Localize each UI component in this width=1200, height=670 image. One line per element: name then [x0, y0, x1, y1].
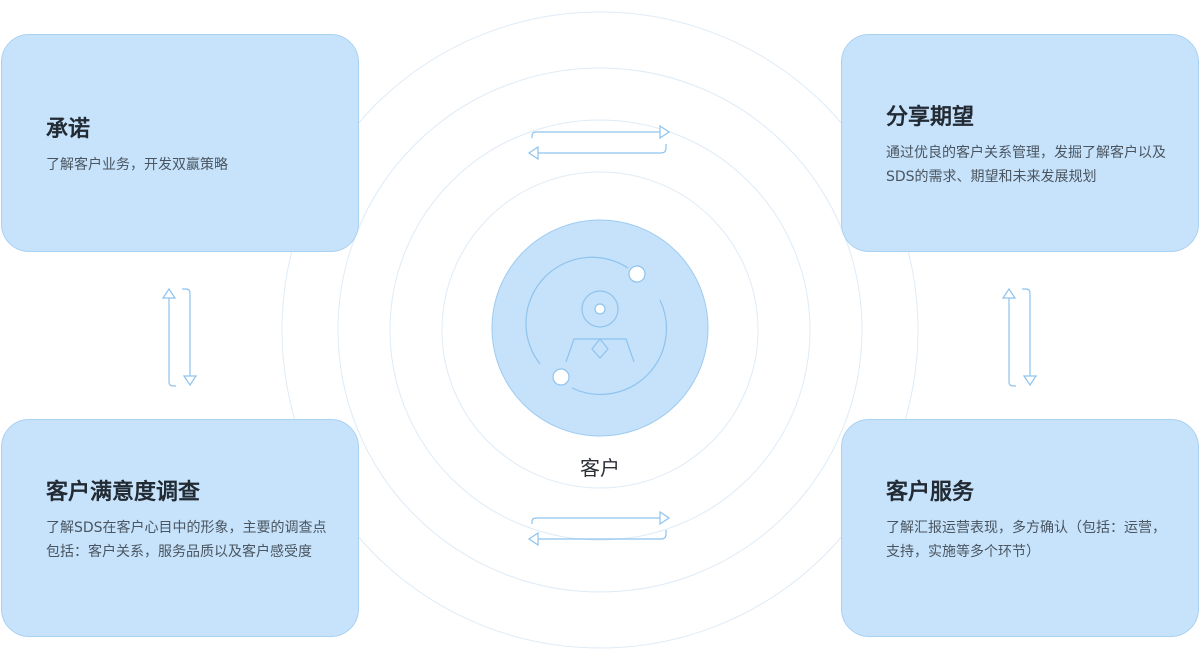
- card-title: 客户满意度调查: [46, 480, 201, 505]
- customer-orbit-icon: [491, 219, 709, 437]
- card-share-expectations: 分享期望 通过优良的客户关系管理，发掘了解客户以及SDS的需求、期望和未来发展规…: [841, 34, 1199, 252]
- bidirectional-arrow-icon: [527, 510, 671, 547]
- card-description: 了解汇报运营表现，多方确认（包括：运营，支持，实施等多个环节）: [886, 520, 1166, 560]
- card-commitment: 承诺 了解客户业务，开发双赢策略: [1, 34, 359, 252]
- bidirectional-arrow-icon: [161, 287, 198, 387]
- card-title: 承诺: [46, 117, 91, 142]
- center-label: 客户: [580, 456, 620, 480]
- card-title: 分享期望: [886, 105, 975, 130]
- card-satisfaction-survey: 客户满意度调查 了解SDS在客户心目中的形象，主要的调查点包括：客户关系，服务品…: [1, 419, 359, 637]
- bidirectional-arrow-icon: [1001, 287, 1038, 387]
- bidirectional-arrow-icon: [527, 124, 671, 161]
- card-description: 了解客户业务，开发双赢策略: [46, 157, 228, 173]
- card-title: 客户服务: [886, 480, 975, 505]
- card-description: 了解SDS在客户心目中的形象，主要的调查点包括：客户关系，服务品质以及客户感受度: [46, 520, 327, 560]
- card-description: 通过优良的客户关系管理，发掘了解客户以及SDS的需求、期望和未来发展规划: [886, 145, 1166, 185]
- card-customer-service: 客户服务 了解汇报运营表现，多方确认（包括：运营，支持，实施等多个环节）: [841, 419, 1199, 637]
